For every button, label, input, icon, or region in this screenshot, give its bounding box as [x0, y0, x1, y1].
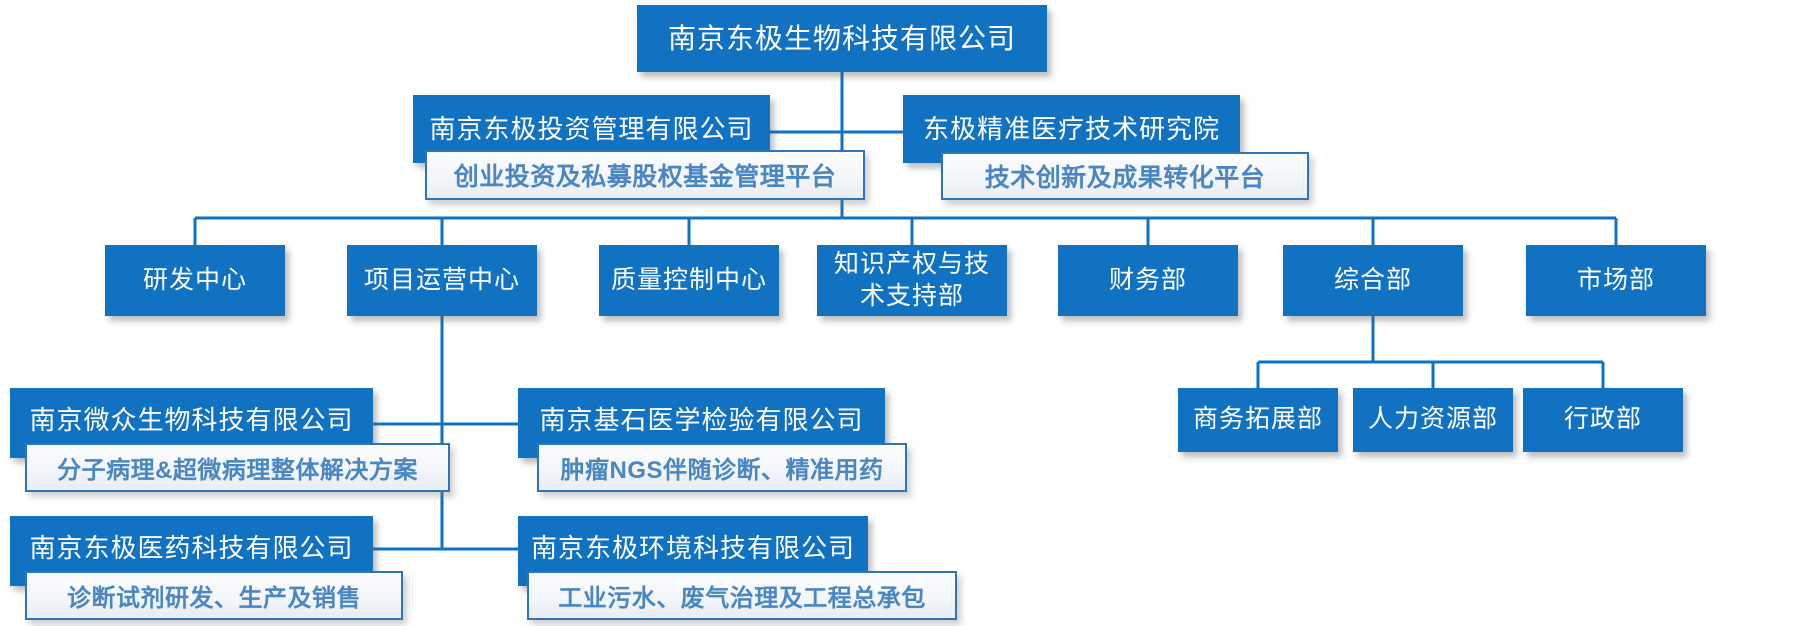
department-quality-control-box: 质量控制中心 [599, 245, 779, 316]
subsidiary-environment-subtitle-box: 工业污水、废气治理及工程总承包 [527, 571, 957, 620]
root-company-box: 南京东极生物科技有限公司 [637, 5, 1047, 72]
sub-department-human-resources-box: 人力资源部 [1353, 388, 1513, 452]
subsidiary-weizhong-subtitle-box: 分子病理&超微病理整体解决方案 [25, 443, 450, 492]
subsidiary-jishi-subtitle-box: 肿瘤NGS伴随诊断、精准用药 [537, 443, 907, 492]
subsidiary-pharma-subtitle-box: 诊断试剂研发、生产及销售 [25, 571, 403, 620]
department-project-operations-box: 项目运营中心 [347, 245, 537, 316]
institute-box: 东极精准医疗技术研究院 [903, 95, 1240, 163]
sub-department-administration-box: 行政部 [1523, 388, 1683, 452]
department-marketing-box: 市场部 [1526, 245, 1706, 316]
department-rd-center-box: 研发中心 [105, 245, 285, 316]
investment-subtitle-box: 创业投资及私募股权基金管理平台 [425, 150, 865, 200]
sub-department-business-development-box: 商务拓展部 [1178, 388, 1338, 452]
department-finance-box: 财务部 [1058, 245, 1238, 316]
institute-subtitle-box: 技术创新及成果转化平台 [941, 152, 1309, 200]
department-ip-tech-support-box: 知识产权与技术支持部 [817, 245, 1007, 316]
department-general-affairs-box: 综合部 [1283, 245, 1463, 316]
